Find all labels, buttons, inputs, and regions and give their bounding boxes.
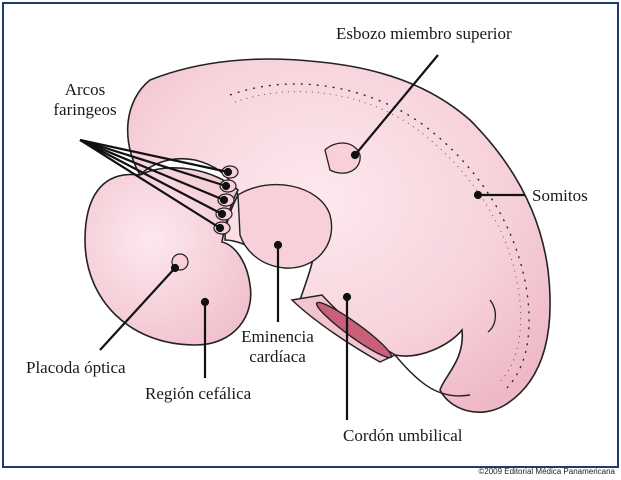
label-placoda-optica: Placoda óptica — [26, 358, 126, 377]
tail — [394, 354, 471, 397]
label-cordon-umbilical: Cordón umbilical — [343, 426, 463, 445]
label-arcos-line2: faringeos — [53, 100, 117, 119]
upper-limb-bud — [324, 142, 361, 174]
label-eminencia-cardiaca: Eminencia cardíaca — [225, 327, 330, 367]
somite-row — [229, 83, 530, 391]
copyright-notice: ©2009 Editorial Médica Panamericana — [478, 467, 615, 476]
label-arcos-line1: Arcos — [64, 80, 106, 99]
label-eminencia-line1: Eminencia — [241, 327, 314, 346]
umbilical-cord-opening — [315, 301, 393, 359]
label-esbozo-miembro-superior: Esbozo miembro superior — [336, 24, 512, 43]
label-eminencia-line2: cardíaca — [249, 347, 306, 366]
head-region — [84, 167, 252, 346]
lower-limb-bud — [487, 299, 497, 333]
label-region-cefalica: Región cefálica — [145, 384, 252, 403]
label-somitos: Somitos — [532, 186, 588, 205]
label-arcos-faringeos: Arcos faringeos — [35, 80, 135, 120]
cardiac-eminence — [237, 183, 333, 269]
